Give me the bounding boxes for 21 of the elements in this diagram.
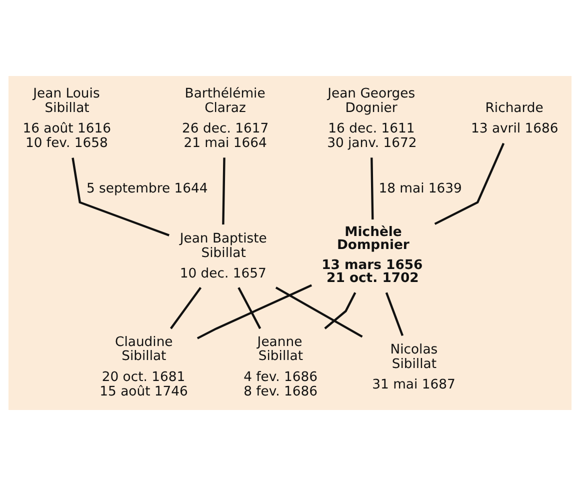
- node-text: Jeanne Sibillat 4 fev. 1686 8 fev. 1686: [244, 334, 318, 399]
- node-text: Jean Georges Dognier 16 dec. 1611 30 janv. 1672: [327, 86, 417, 150]
- connector: [170, 286, 202, 329]
- connector: [72, 157, 170, 236]
- connector: [370, 157, 374, 220]
- edge-label: 18 mai 1639: [378, 181, 462, 196]
- node-text: Jean Baptiste Sibillat 10 dec. 1657: [180, 231, 267, 282]
- node-text: Nicolas Sibillat 31 mai 1687: [372, 342, 456, 392]
- connector: [385, 292, 404, 336]
- node-text: Claudine Sibillat 20 oct. 1681 15 août 1746: [100, 334, 188, 399]
- node-text: Richarde 13 avril 1686: [471, 100, 558, 136]
- connector: [324, 292, 356, 329]
- node-text: Barthélémie Claraz 26 dec. 1617 21 mai 1664: [182, 86, 269, 150]
- connector: [222, 157, 226, 224]
- connector: [196, 284, 312, 339]
- connector: [238, 286, 262, 329]
- edge-label: 5 septembre 1644: [86, 181, 208, 196]
- node-text: Michèle Dompnier 13 mars 1656 21 oct. 1702: [322, 224, 423, 286]
- connector: [275, 286, 363, 338]
- connector: [434, 142, 505, 224]
- node-text: Jean Louis Sibillat 16 août 1616 10 fev. 1658: [22, 86, 112, 150]
